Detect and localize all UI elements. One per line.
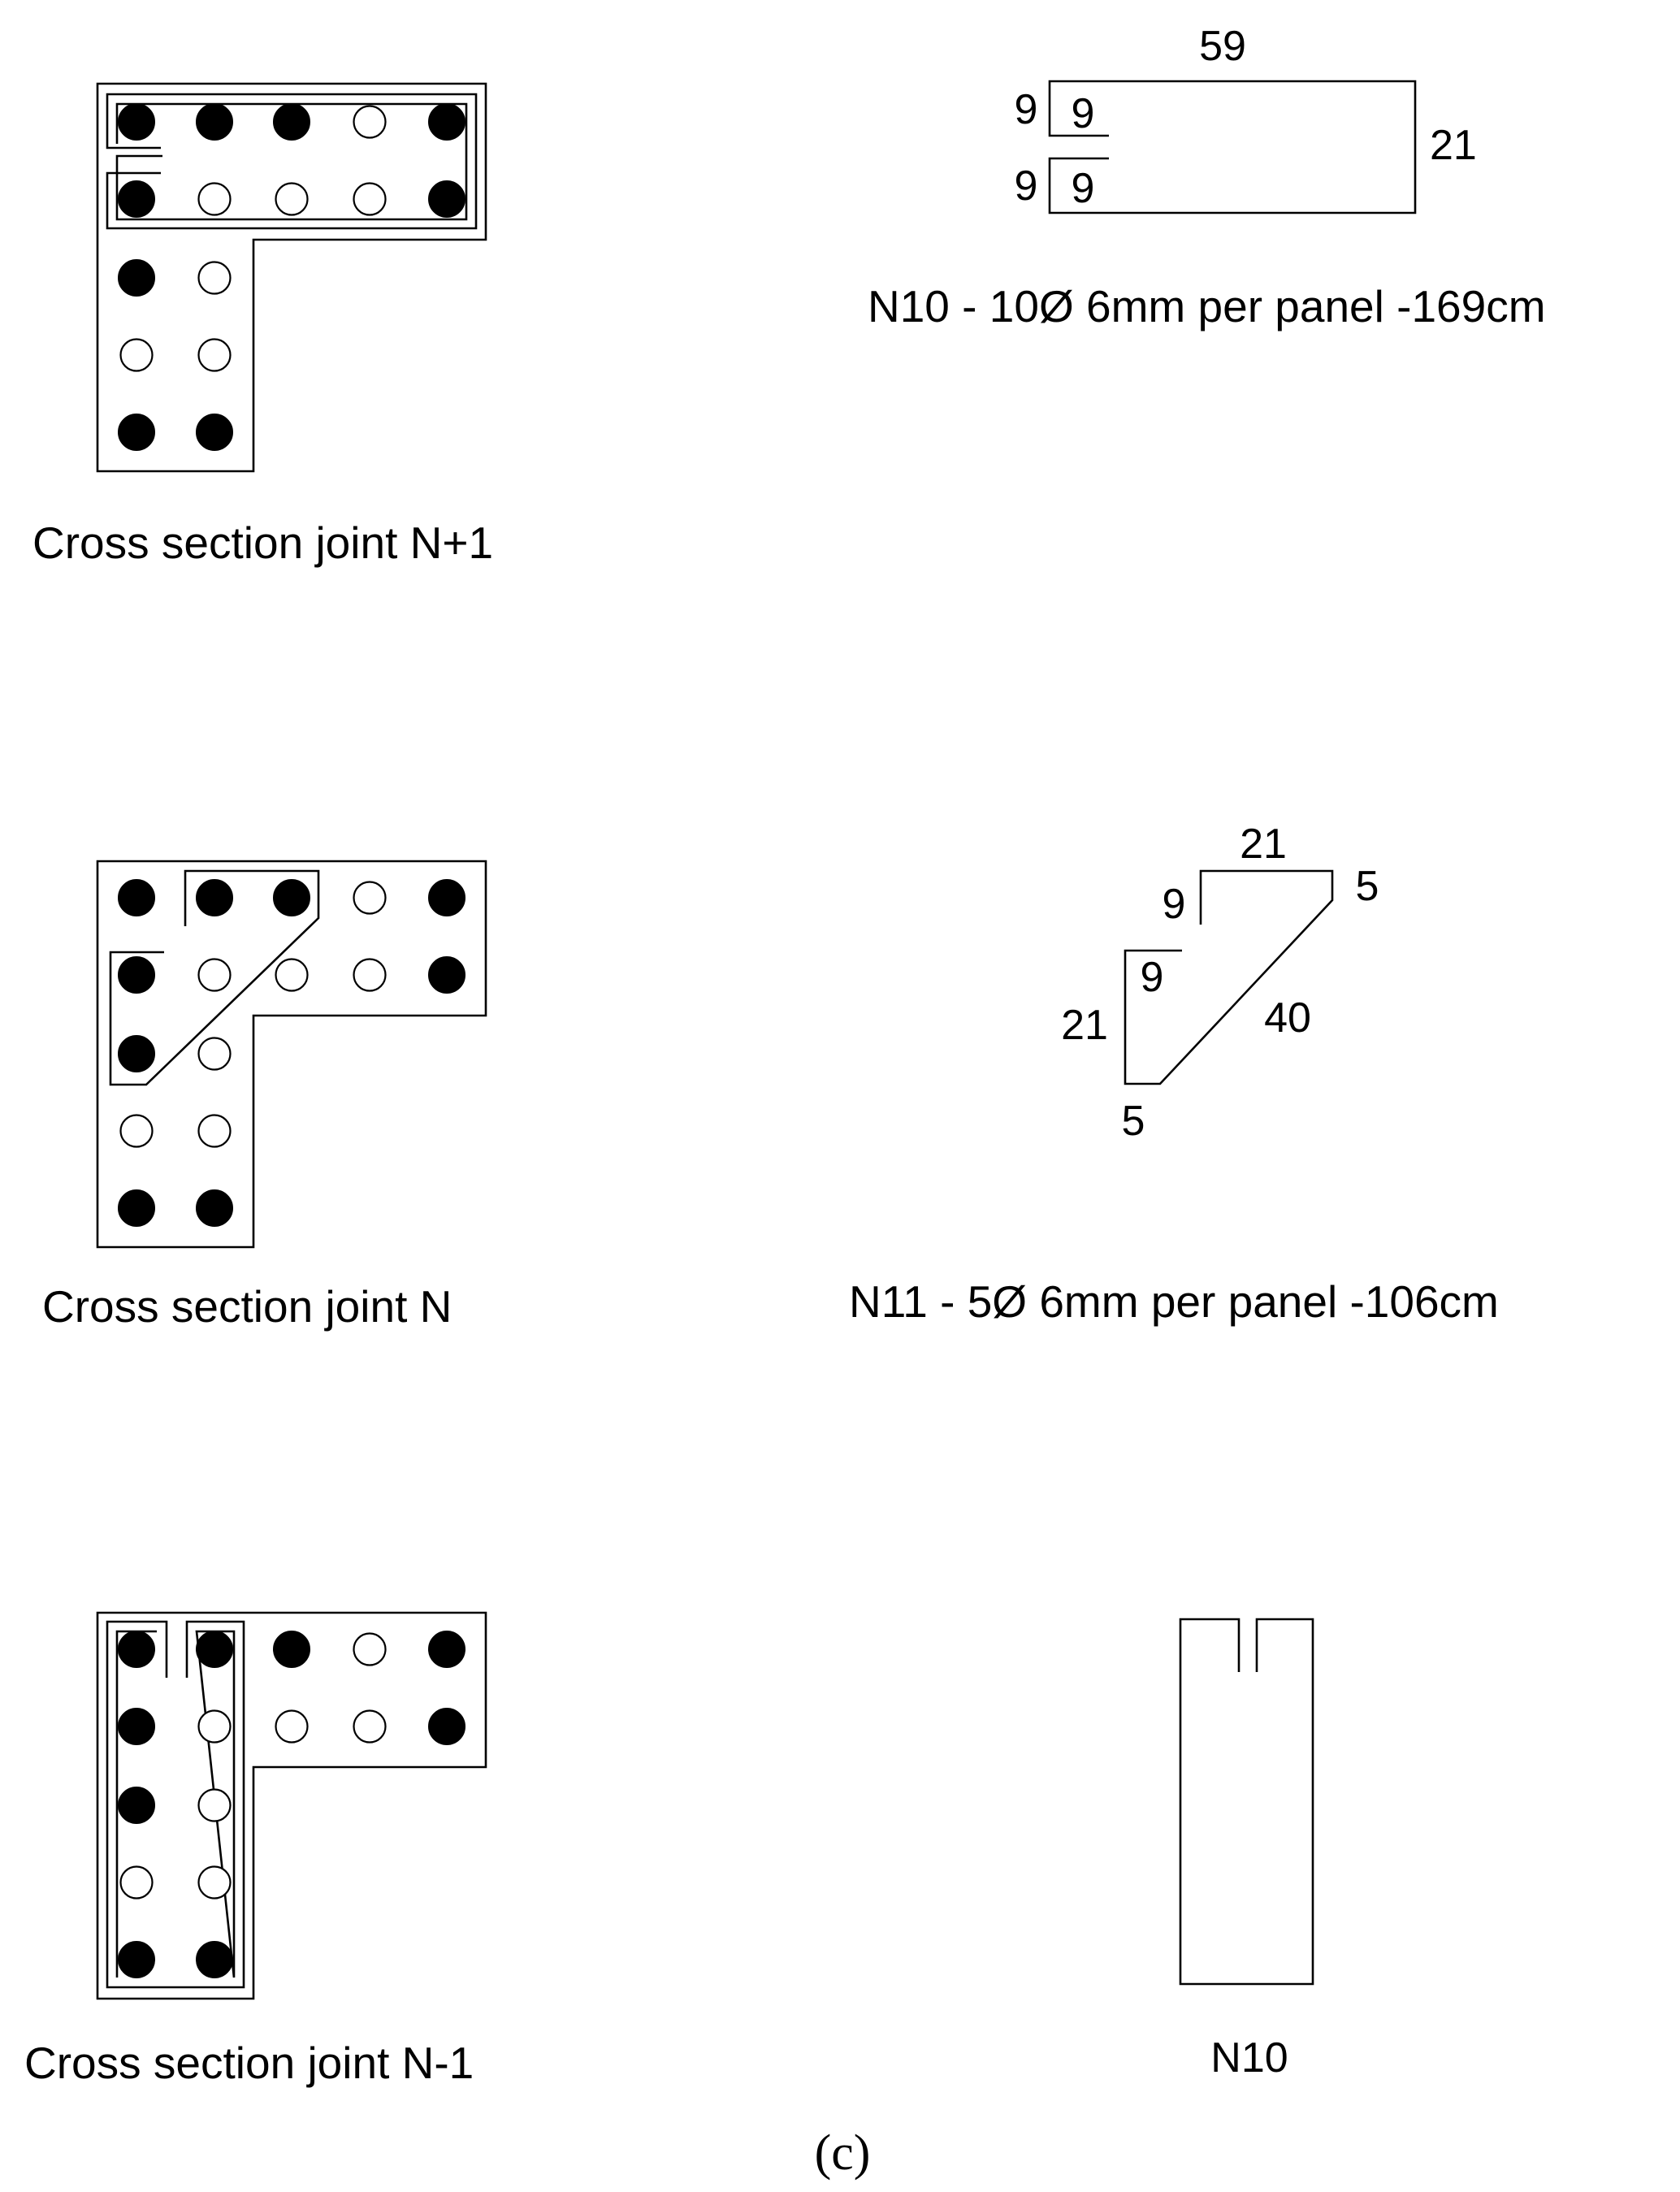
- n11-caption: N11 - 5Ø 6mm per panel -106cm: [849, 1276, 1499, 1327]
- rebar-empty: [275, 958, 309, 992]
- rebar-filled: [118, 180, 155, 218]
- n10-dim-hook-outer-1: 9: [1015, 86, 1038, 133]
- rebar-empty: [353, 1632, 387, 1666]
- cross-section-n-minus-1: Cross section joint N-1: [24, 1611, 487, 2088]
- stirrup-outer: [106, 93, 478, 230]
- rebar-filled: [196, 103, 233, 141]
- rebar-filled: [118, 879, 155, 916]
- n10-side-view: N10: [1179, 1618, 1314, 2082]
- n10-view-caption: N10: [1210, 2034, 1288, 2082]
- concrete-outline: [96, 1611, 487, 2000]
- section-caption: Cross section joint N: [42, 1281, 452, 1332]
- section-caption: Cross section joint N+1: [32, 518, 493, 568]
- rebar-filled: [118, 1189, 155, 1227]
- rebar-filled: [118, 1631, 155, 1668]
- rebar-empty: [197, 182, 232, 216]
- rebar-group: [118, 1631, 465, 1978]
- rebar-empty: [197, 1709, 232, 1744]
- rebar-filled: [428, 180, 465, 218]
- rebar-empty: [197, 338, 232, 372]
- n10-dim-right: 21: [1430, 122, 1477, 169]
- n11-dim-bottom: 5: [1122, 1098, 1145, 1145]
- stirrup-inner: [115, 102, 468, 221]
- n10-dim-hook-outer-2: 9: [1015, 162, 1038, 210]
- rebar-filled: [118, 1941, 155, 1978]
- rebar-filled: [428, 103, 465, 141]
- rebar-empty: [197, 1788, 232, 1822]
- rebar-empty: [353, 881, 387, 915]
- rebar-filled: [428, 879, 465, 916]
- n10-bar-line: [1048, 80, 1417, 214]
- rebar-filled: [118, 956, 155, 994]
- rebar-filled: [428, 1631, 465, 1668]
- rebar-filled: [118, 103, 155, 141]
- n10-bar-shape: 59 21 9 9 9 9 N10 - 10Ø 6mm per panel -1…: [868, 23, 1546, 331]
- figure-label: (c): [815, 2125, 871, 2181]
- n11-dim-top-right: 5: [1356, 863, 1379, 910]
- rebar-empty: [197, 1037, 232, 1071]
- stirrup-outer: [106, 1620, 245, 1989]
- stirrup-upper: [109, 869, 320, 1086]
- rebar-filled: [273, 1631, 310, 1668]
- rebar-empty: [353, 105, 387, 139]
- n11-bar-line: [1124, 869, 1334, 1085]
- n11-dim-top-hook: 9: [1163, 881, 1186, 928]
- rebar-filled: [118, 1035, 155, 1072]
- rebar-filled: [118, 1708, 155, 1745]
- rebar-empty: [197, 1114, 232, 1148]
- n11-bar-shape: 21 9 5 21 9 40 5 N11 - 5Ø 6mm per panel …: [849, 821, 1499, 1327]
- n10-caption: N10 - 10Ø 6mm per panel -169cm: [868, 281, 1546, 331]
- rebar-filled: [273, 879, 310, 916]
- rebar-filled: [273, 103, 310, 141]
- rebar-filled: [196, 1189, 233, 1227]
- rebar-empty: [119, 338, 154, 372]
- n11-dim-diagonal: 40: [1264, 994, 1311, 1042]
- rebar-filled: [196, 1631, 233, 1668]
- rebar-group: [118, 879, 465, 1227]
- rebar-empty: [197, 958, 232, 992]
- rebar-empty: [197, 261, 232, 295]
- rebar-empty: [353, 958, 387, 992]
- concrete-outline: [96, 82, 487, 473]
- section-caption: Cross section joint N-1: [24, 2038, 474, 2088]
- rebar-filled: [196, 414, 233, 451]
- rebar-empty: [353, 1709, 387, 1744]
- n11-dim-left-hook: 9: [1141, 954, 1164, 1001]
- rebar-empty: [119, 1114, 154, 1148]
- concrete-outline: [96, 860, 487, 1249]
- n11-dim-top: 21: [1240, 821, 1287, 868]
- rebar-group: [118, 103, 465, 451]
- rebar-empty: [275, 182, 309, 216]
- rebar-filled: [196, 879, 233, 916]
- n10-view-line: [1179, 1618, 1314, 1986]
- rebar-filled: [428, 1708, 465, 1745]
- rebar-empty: [275, 1709, 309, 1744]
- cross-section-n-plus-1: Cross section joint N+1: [32, 82, 493, 568]
- n10-dim-hook-inner-1: 9: [1072, 90, 1095, 137]
- rebar-empty: [197, 1865, 232, 1900]
- rebar-filled: [118, 1787, 155, 1824]
- cross-section-n: Cross section joint N: [42, 860, 487, 1332]
- rebar-filled: [118, 414, 155, 451]
- rebar-empty: [353, 182, 387, 216]
- n11-dim-left: 21: [1061, 1002, 1108, 1049]
- rebar-empty: [119, 1865, 154, 1900]
- n10-dim-top: 59: [1199, 23, 1246, 70]
- rebar-filled: [428, 956, 465, 994]
- n10-dim-hook-inner-2: 9: [1072, 165, 1095, 212]
- rebar-filled: [196, 1941, 233, 1978]
- rebar-filled: [118, 259, 155, 297]
